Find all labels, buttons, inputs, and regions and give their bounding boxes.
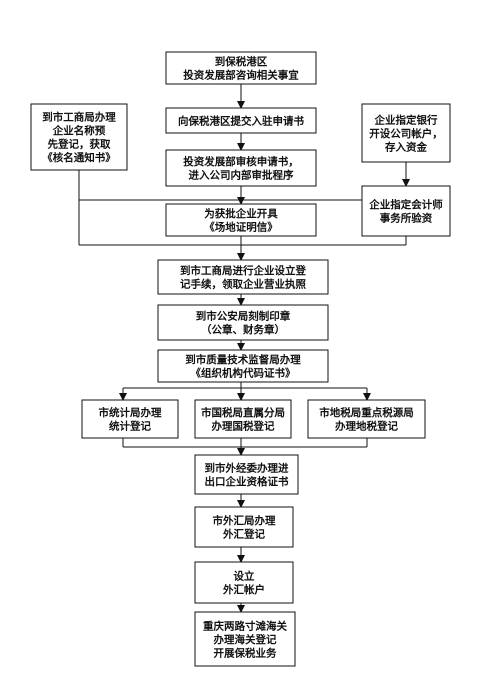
box-label-line: 市国税局直属分局 [201, 406, 285, 419]
box-label-line: 《核名通知书》 [42, 151, 116, 164]
box-site-cert: 为获批企业开具《场地证明信》 [165, 203, 317, 237]
box-frame [30, 103, 128, 171]
box-label-line: 开展保税业务 [214, 646, 277, 659]
box-label-line: 投资发展部审核申请书， [183, 155, 299, 168]
box-label-line: 为获批企业开具 [204, 207, 278, 220]
box-label-line: 到市工商局办理 [42, 111, 116, 124]
box-frame [165, 149, 317, 187]
box-frame [194, 506, 294, 548]
box-label-line: 开设公司帐户， [369, 127, 443, 140]
box-frame [165, 203, 317, 237]
box-label-line: 市外汇局办理 [213, 514, 276, 527]
box-label-line: 《组织机构代码证书》 [191, 367, 296, 380]
box-frame [157, 259, 329, 295]
box-label-line: 记手续，领取企业营业执照 [180, 278, 306, 291]
box-label-line: 到市工商局进行企业设立登 [180, 264, 306, 277]
box-label-line: 市统计局办理 [99, 406, 162, 419]
box-label-line: （公章、财务章） [201, 323, 285, 336]
box-label-line: 办理海关登记 [214, 633, 277, 646]
box-frame [194, 454, 299, 495]
box-label-line: 外汇登记 [222, 528, 265, 541]
box-frame [361, 103, 451, 163]
boxes: 到保税港区投资发展部咨询相关事宜向保税港区提交入驻申请书投资发展部审核申请书，进… [30, 51, 451, 667]
box-label-line: 外汇帐户 [222, 583, 265, 596]
box-label-line: 到市公安局刻制印章 [196, 310, 291, 323]
box-review: 投资发展部审核申请书，进入公司内部审批程序 [165, 149, 317, 187]
box-submit: 向保税港区提交入驻申请书 [165, 107, 317, 134]
box-label-line: 设立 [234, 570, 255, 583]
box-label-line: 办理地税登记 [335, 420, 398, 433]
box-frame [307, 399, 426, 439]
box-label-line: 到市质量技术监督局办理 [185, 353, 301, 366]
box-frame [165, 107, 317, 134]
box-label-line: 出口企业资格证书 [205, 475, 289, 488]
box-seal: 到市公安局刻制印章（公章、财务章） [157, 304, 329, 341]
box-frame [194, 611, 296, 667]
box-label-line: 向保税港区提交入驻申请书 [178, 114, 304, 127]
box-frame [194, 561, 294, 604]
box-label-line: 市地税局重点税源局 [319, 406, 414, 419]
box-label-line: 统计登记 [109, 420, 151, 433]
box-frame [361, 185, 451, 237]
box-label-line: 进入公司内部审批程序 [189, 169, 294, 182]
box-frame [81, 399, 179, 439]
box-frame [165, 51, 317, 85]
box-frame [194, 399, 292, 439]
box-label-line: 重庆两路寸滩海关 [203, 619, 287, 632]
box-org-code: 到市质量技术监督局办理《组织机构代码证书》 [157, 349, 329, 383]
box-label-line: 事务所验资 [380, 212, 433, 225]
box-frame [157, 304, 329, 341]
box-label-line: 《场地证明信》 [204, 221, 278, 234]
box-label-line: 投资发展部咨询相关事宜 [183, 69, 299, 82]
box-label-line: 存入资金 [385, 140, 427, 153]
box-label-line: 企业名称预 [52, 124, 106, 137]
box-frame [157, 349, 329, 383]
box-label-line: 到保税港区 [215, 55, 268, 68]
box-label-line: 企业指定银行 [374, 113, 438, 126]
box-label-line: 企业指定会计师 [368, 198, 443, 211]
connectors [78, 84, 410, 613]
box-label-line: 到市外经委办理进 [205, 462, 289, 475]
box-label-line: 办理国税登记 [212, 420, 275, 433]
box-label-line: 先登记，获取 [48, 138, 111, 151]
